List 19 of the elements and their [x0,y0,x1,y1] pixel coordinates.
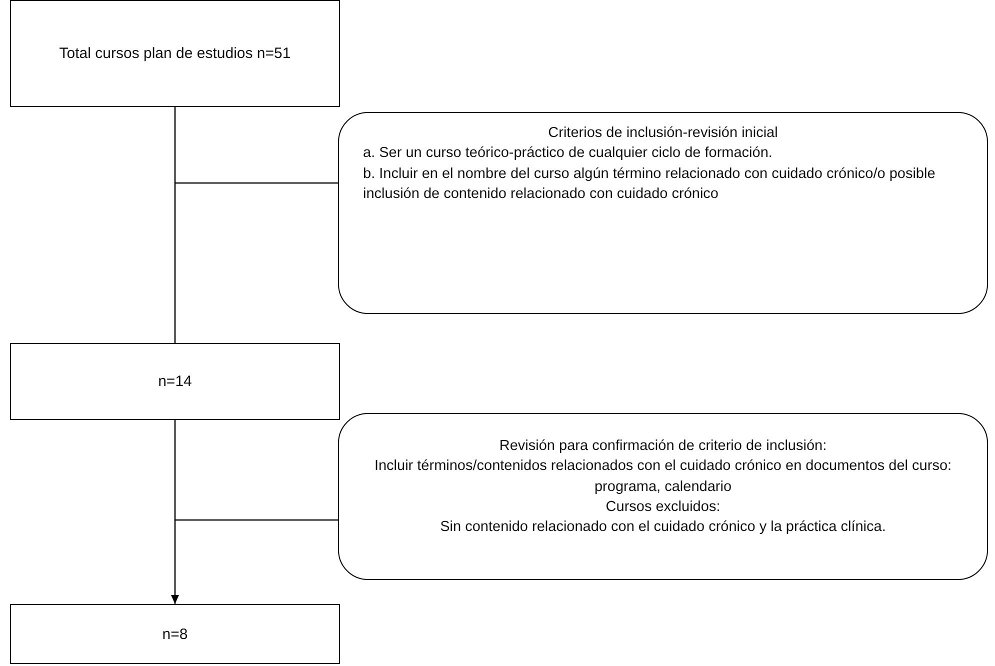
count-text: n=14 [158,372,192,392]
criteria-callout [338,112,988,314]
count-text: Total cursos plan de estudios n=51 [59,44,291,64]
criteria-callout [338,413,988,580]
criteria-text: Revisión para confirmación de criterio de inclusión: [498,437,828,456]
connector-line [174,107,176,343]
criteria-text: a. Ser un curso teórico-práctico de cualquier ciclo de formación. [363,144,774,164]
process-box [10,0,340,107]
criteria-text: Criterios de inclusión-revisión inicial [547,124,779,143]
criteria-text: Cursos excluidos: [604,498,722,517]
criteria-text: Incluir términos/contenidos relacionados con el cuidado crónico en documentos del curso: programa, calendario [373,457,953,497]
connector-line [175,182,338,184]
process-box [10,604,340,664]
connector-line [175,519,338,521]
criteria-text: b. Incluir en el nombre del curso algún término relacionado con cuidado crónico/o posible inclusión de contenido relacionado con cuidado crónico [363,164,936,204]
process-box [10,343,340,420]
arrow [171,420,179,604]
count-text: n=8 [162,624,188,644]
criteria-text: Sin contenido relacionado con el cuidado crónico y la práctica clínica. [439,518,887,538]
